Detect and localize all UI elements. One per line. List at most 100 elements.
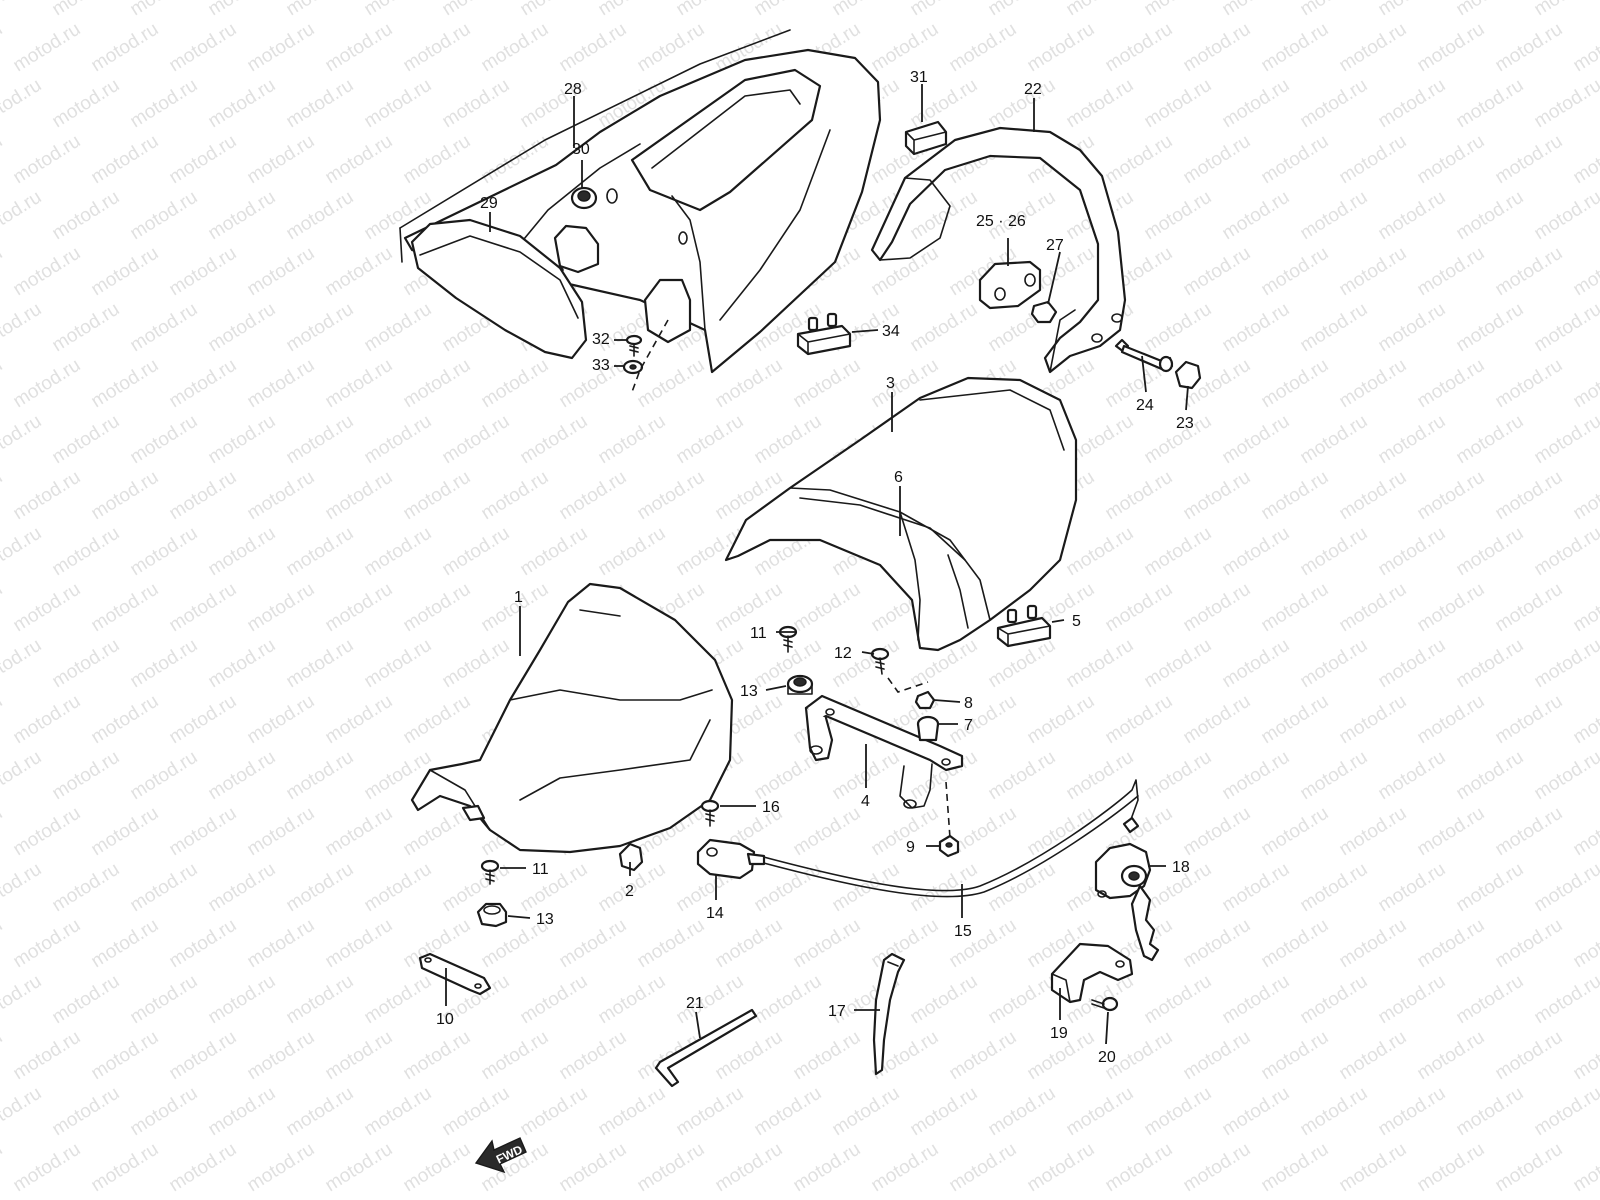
watermark-text: motod.ru	[985, 75, 1060, 133]
watermark-text: motod.ru	[400, 1139, 475, 1197]
watermark-text: motod.ru	[985, 1195, 1060, 1200]
callout-34: 34	[882, 323, 900, 340]
watermark-text: motod.ru	[1492, 691, 1567, 749]
watermark-text: motod.ru	[1570, 467, 1600, 525]
watermark-text: motod.ru	[0, 1139, 6, 1197]
watermark-text: motod.ru	[1141, 971, 1216, 1029]
watermark-text: motod.ru	[1414, 915, 1489, 973]
watermark-text: motod.ru	[49, 411, 124, 469]
watermark-text: motod.ru	[751, 1083, 826, 1141]
watermark-text: motod.ru	[1141, 1083, 1216, 1141]
watermark-text: motod.ru	[946, 1027, 1021, 1085]
watermark-text: motod.ru	[1531, 75, 1600, 133]
watermark-text: motod.ru	[10, 355, 85, 413]
watermark-text: motod.ru	[634, 1139, 709, 1197]
part-2-damper	[618, 842, 644, 872]
watermark-text: motod.ru	[1570, 1027, 1600, 1085]
watermark-text: motod.ru	[1453, 187, 1528, 245]
watermark-text: motod.ru	[1336, 355, 1411, 413]
callout-13-upper: 13	[740, 683, 758, 700]
watermark-text: motod.ru	[0, 0, 45, 20]
watermark-text: motod.ru	[790, 1139, 865, 1197]
watermark-text: motod.ru	[517, 971, 592, 1029]
watermark-text: motod.ru	[1492, 915, 1567, 973]
watermark-text: motod.ru	[1531, 1195, 1600, 1200]
watermark-text: motod.ru	[283, 1195, 358, 1200]
watermark-text: motod.ru	[1336, 19, 1411, 77]
watermark-text: motod.ru	[1297, 747, 1372, 805]
callout-19: 19	[1050, 1025, 1068, 1042]
watermark-text: motod.ru	[751, 859, 826, 917]
watermark-text: motod.ru	[1024, 691, 1099, 749]
watermark-text: motod.ru	[868, 803, 943, 861]
watermark-text: motod.ru	[166, 131, 241, 189]
watermark-text: motod.ru	[88, 355, 163, 413]
watermark-text: motod.ru	[1531, 1083, 1600, 1141]
part-16-screw	[700, 799, 720, 827]
watermark-text: motod.ru	[1414, 467, 1489, 525]
callout-29: 29	[480, 195, 498, 212]
watermark-text: motod.ru	[0, 19, 6, 77]
watermark-text: motod.ru	[244, 1139, 319, 1197]
watermark-text: motod.ru	[283, 971, 358, 1029]
watermark-text: motod.ru	[1453, 0, 1528, 20]
watermark-text: motod.ru	[400, 19, 475, 77]
watermark-text: motod.ru	[1180, 19, 1255, 77]
watermark-text: motod.ru	[634, 915, 709, 973]
part-25-26-spacer	[978, 260, 1042, 310]
callout-30: 30	[572, 141, 590, 158]
watermark-text: motod.ru	[1219, 747, 1294, 805]
watermark-text: motod.ru	[1414, 355, 1489, 413]
watermark-text: motod.ru	[478, 579, 553, 637]
part-27-collar	[1030, 300, 1058, 324]
watermark-text: motod.ru	[1453, 299, 1528, 357]
watermark-text: motod.ru	[1219, 75, 1294, 133]
watermark-text: motod.ru	[166, 243, 241, 301]
watermark-text: motod.ru	[1453, 75, 1528, 133]
watermark-text: motod.ru	[1375, 523, 1450, 581]
watermark-text: motod.ru	[244, 1027, 319, 1085]
watermark-text: motod.ru	[1258, 243, 1333, 301]
watermark-text: motod.ru	[790, 803, 865, 861]
part-28-seat-tail-cowl	[399, 29, 882, 374]
watermark-text: motod.ru	[127, 859, 202, 917]
watermark-text: motod.ru	[1180, 131, 1255, 189]
watermark-text: motod.ru	[0, 747, 45, 805]
watermark-text: motod.ru	[790, 915, 865, 973]
watermark-text: motod.ru	[127, 635, 202, 693]
watermark-text: motod.ru	[1492, 355, 1567, 413]
watermark-text: motod.ru	[0, 187, 45, 245]
watermark-text: motod.ru	[361, 75, 436, 133]
watermark-text: motod.ru	[1297, 411, 1372, 469]
watermark-text: motod.ru	[634, 467, 709, 525]
watermark-text: motod.ru	[1492, 243, 1567, 301]
watermark-text: motod.ru	[1063, 0, 1138, 20]
watermark-text: motod.ru	[1102, 131, 1177, 189]
watermark-text: motod.ru	[1453, 859, 1528, 917]
callout-1: 1	[514, 589, 523, 606]
watermark-text: motod.ru	[1258, 355, 1333, 413]
leader-lines	[445, 84, 1189, 1045]
watermark-text: motod.ru	[1102, 579, 1177, 637]
watermark-text: motod.ru	[1258, 467, 1333, 525]
watermark-text: motod.ru	[400, 579, 475, 637]
watermark-text: motod.ru	[829, 1195, 904, 1200]
callout-6: 6	[894, 469, 903, 486]
watermark-text: motod.ru	[0, 859, 45, 917]
callout-4: 4	[861, 793, 870, 810]
watermark-text: motod.ru	[556, 467, 631, 525]
watermark-text: motod.ru	[0, 355, 6, 413]
watermark-text: motod.ru	[0, 523, 45, 581]
watermark-text: motod.ru	[1570, 579, 1600, 637]
watermark-text: motod.ru	[1219, 971, 1294, 1029]
watermark-text: motod.ru	[1375, 299, 1450, 357]
watermark-text: motod.ru	[790, 1027, 865, 1085]
watermark-text: motod.ru	[1414, 691, 1489, 749]
watermark-text: motod.ru	[49, 747, 124, 805]
watermark-text: motod.ru	[1102, 1139, 1177, 1197]
watermark-text: motod.ru	[1453, 971, 1528, 1029]
watermark-text: motod.ru	[1414, 19, 1489, 77]
watermark-text: motod.ru	[88, 915, 163, 973]
watermark-text: motod.ru	[361, 971, 436, 1029]
watermark-text: motod.ru	[244, 243, 319, 301]
